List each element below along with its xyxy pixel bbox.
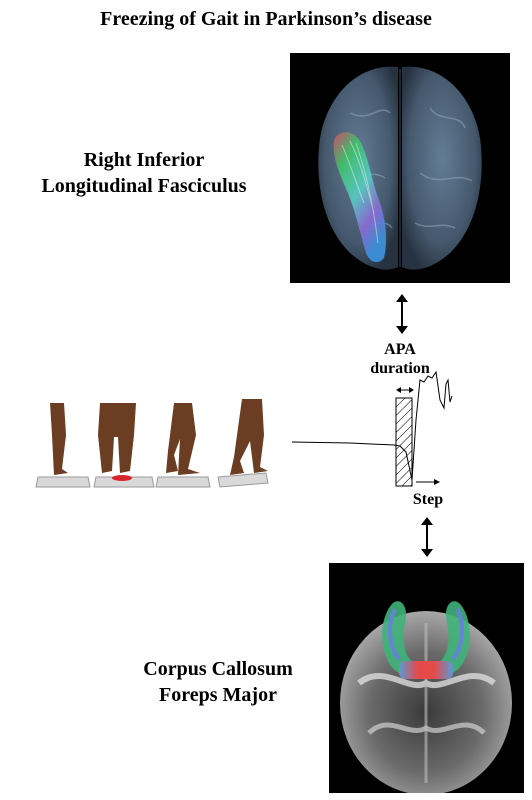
apa-label-line1: APA [384, 341, 416, 358]
top-region-label: Right Inferior Longitudinal Fasciculus [10, 147, 278, 199]
bottom-region-label-line1: Corpus Callosum [143, 658, 293, 680]
apa-duration-label: APA duration [352, 340, 448, 378]
top-region-label-line1: Right Inferior [83, 149, 205, 171]
bottom-brain-panel [329, 563, 524, 793]
walking-legs-figure-icon [35, 399, 269, 488]
brain-slice-icon [340, 601, 512, 793]
top-brain-panel [290, 53, 510, 283]
bottom-region-label: Corpus Callosum Foreps Major [118, 656, 318, 708]
double-arrow-icon [396, 294, 408, 334]
double-arrow-icon [421, 517, 433, 557]
apa-label-line2: duration [370, 360, 430, 377]
top-region-label-line2: Longitudinal Fasciculus [41, 175, 247, 197]
transparent-brain-icon [318, 66, 482, 270]
figure-title: Freezing of Gait in Parkinson’s disease [100, 8, 432, 30]
bottom-region-label-line2: Foreps Major [159, 684, 277, 706]
apa-signal-trace [291, 370, 453, 487]
step-label: Step [412, 491, 444, 508]
